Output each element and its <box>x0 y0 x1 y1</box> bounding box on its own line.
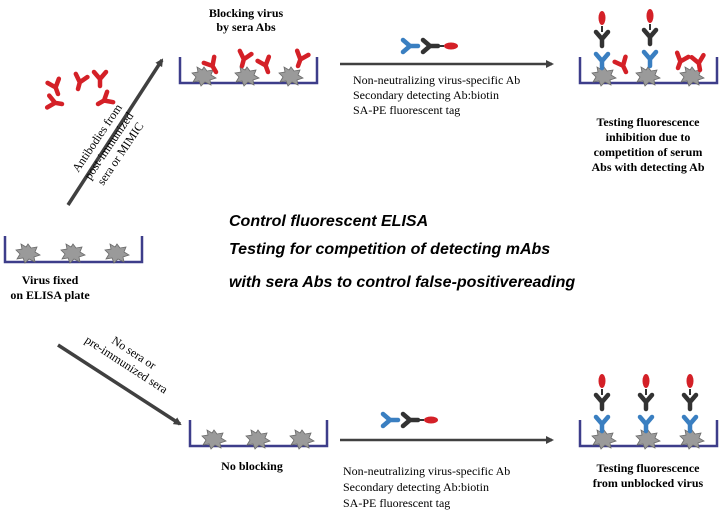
virus-fixed-well <box>3 236 144 264</box>
antibodies-source-label: Antibodies from post-immunized sera or M… <box>69 101 146 188</box>
virus-fixed-label-1: Virus fixed <box>22 273 79 287</box>
blocking-label-2: by sera Abs <box>216 20 276 34</box>
free-serum-antibodies <box>47 72 113 110</box>
inhibition-label-1: Testing fluorescence <box>597 115 701 129</box>
detect-complex-bottom <box>383 414 438 426</box>
steps-top-2: Secondary detecting Ab:biotin <box>353 88 499 102</box>
unblocked-label-1: Testing fluorescence <box>597 461 701 475</box>
steps-top-1: Non-neutralizing virus-specific Ab <box>353 73 520 87</box>
title-line-1: Control fluorescent ELISA <box>229 213 428 230</box>
steps-bottom-1: Non-neutralizing virus-specific Ab <box>343 464 510 478</box>
inhibited-well <box>578 9 719 87</box>
blocking-label: Blocking virus <box>209 6 284 20</box>
virus-fixed-label-2: on ELISA plate <box>10 288 90 302</box>
blocked-well <box>178 51 319 87</box>
arrow-no-sera <box>57 343 182 426</box>
steps-top-3: SA-PE fluorescent tag <box>353 103 460 117</box>
no-sera-label: No sera or pre-immunized sera <box>82 333 170 397</box>
detect-complex-top <box>403 40 458 52</box>
arrow-add-sera <box>66 58 164 206</box>
inhibition-label-2: inhibition due to <box>606 130 691 144</box>
inhibition-label-3: competition of serum <box>594 145 703 159</box>
steps-bottom-3: SA-PE fluorescent tag <box>343 496 450 510</box>
steps-bottom-2: Secondary detecting Ab:biotin <box>343 480 489 494</box>
fluorescent-well <box>578 374 719 450</box>
unblocked-well <box>188 420 329 450</box>
title-line-2: Testing for competition of detecting mAb… <box>229 241 550 258</box>
inhibition-label-4: Abs with detecting Ab <box>591 160 704 174</box>
no-blocking-label: No blocking <box>221 459 283 473</box>
title-line-3: with sera Abs to control false-positiver… <box>229 274 575 291</box>
unblocked-label-2: from unblocked virus <box>593 476 704 490</box>
